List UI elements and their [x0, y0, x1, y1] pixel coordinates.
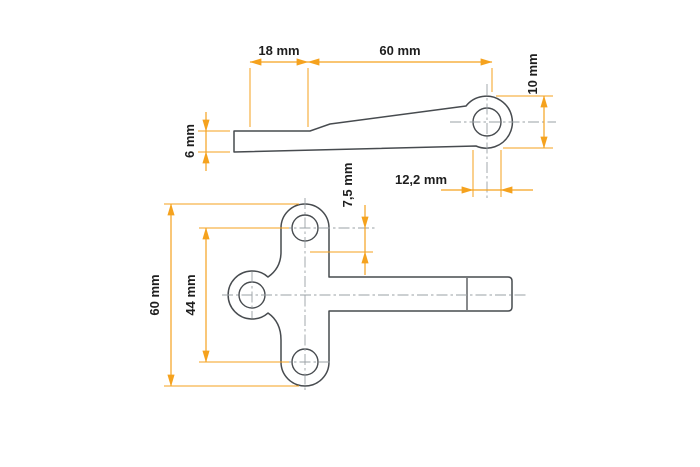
dim-label-44mm: 44 mm: [183, 274, 198, 315]
dimension-60mm-top: 60 mm: [307, 43, 493, 92]
dimension-18mm: 18 mm: [249, 43, 309, 127]
dim-label-18mm: 18 mm: [258, 43, 299, 58]
dimension-44mm: 44 mm: [183, 227, 289, 363]
dimension-6mm: 6 mm: [182, 112, 230, 171]
dimension-10mm: 10 mm: [496, 53, 553, 149]
dim-label-6mm: 6 mm: [182, 124, 197, 158]
dim-label-10mm: 10 mm: [525, 53, 540, 94]
dim-label-60mm-top: 60 mm: [379, 43, 420, 58]
dim-label-60mm-left: 60 mm: [147, 274, 162, 315]
dim-label-12-2mm: 12,2 mm: [395, 172, 447, 187]
side-view: [233, 84, 556, 200]
front-view: [222, 198, 528, 392]
dimension-60mm-left: 60 mm: [147, 203, 299, 387]
front-view-outline: [227, 203, 513, 387]
dimension-12-2mm: 12,2 mm: [395, 150, 533, 197]
dimension-7-5mm: 7,5 mm: [310, 163, 373, 275]
side-view-outline: [233, 95, 514, 153]
dim-label-7-5mm: 7,5 mm: [340, 163, 355, 208]
